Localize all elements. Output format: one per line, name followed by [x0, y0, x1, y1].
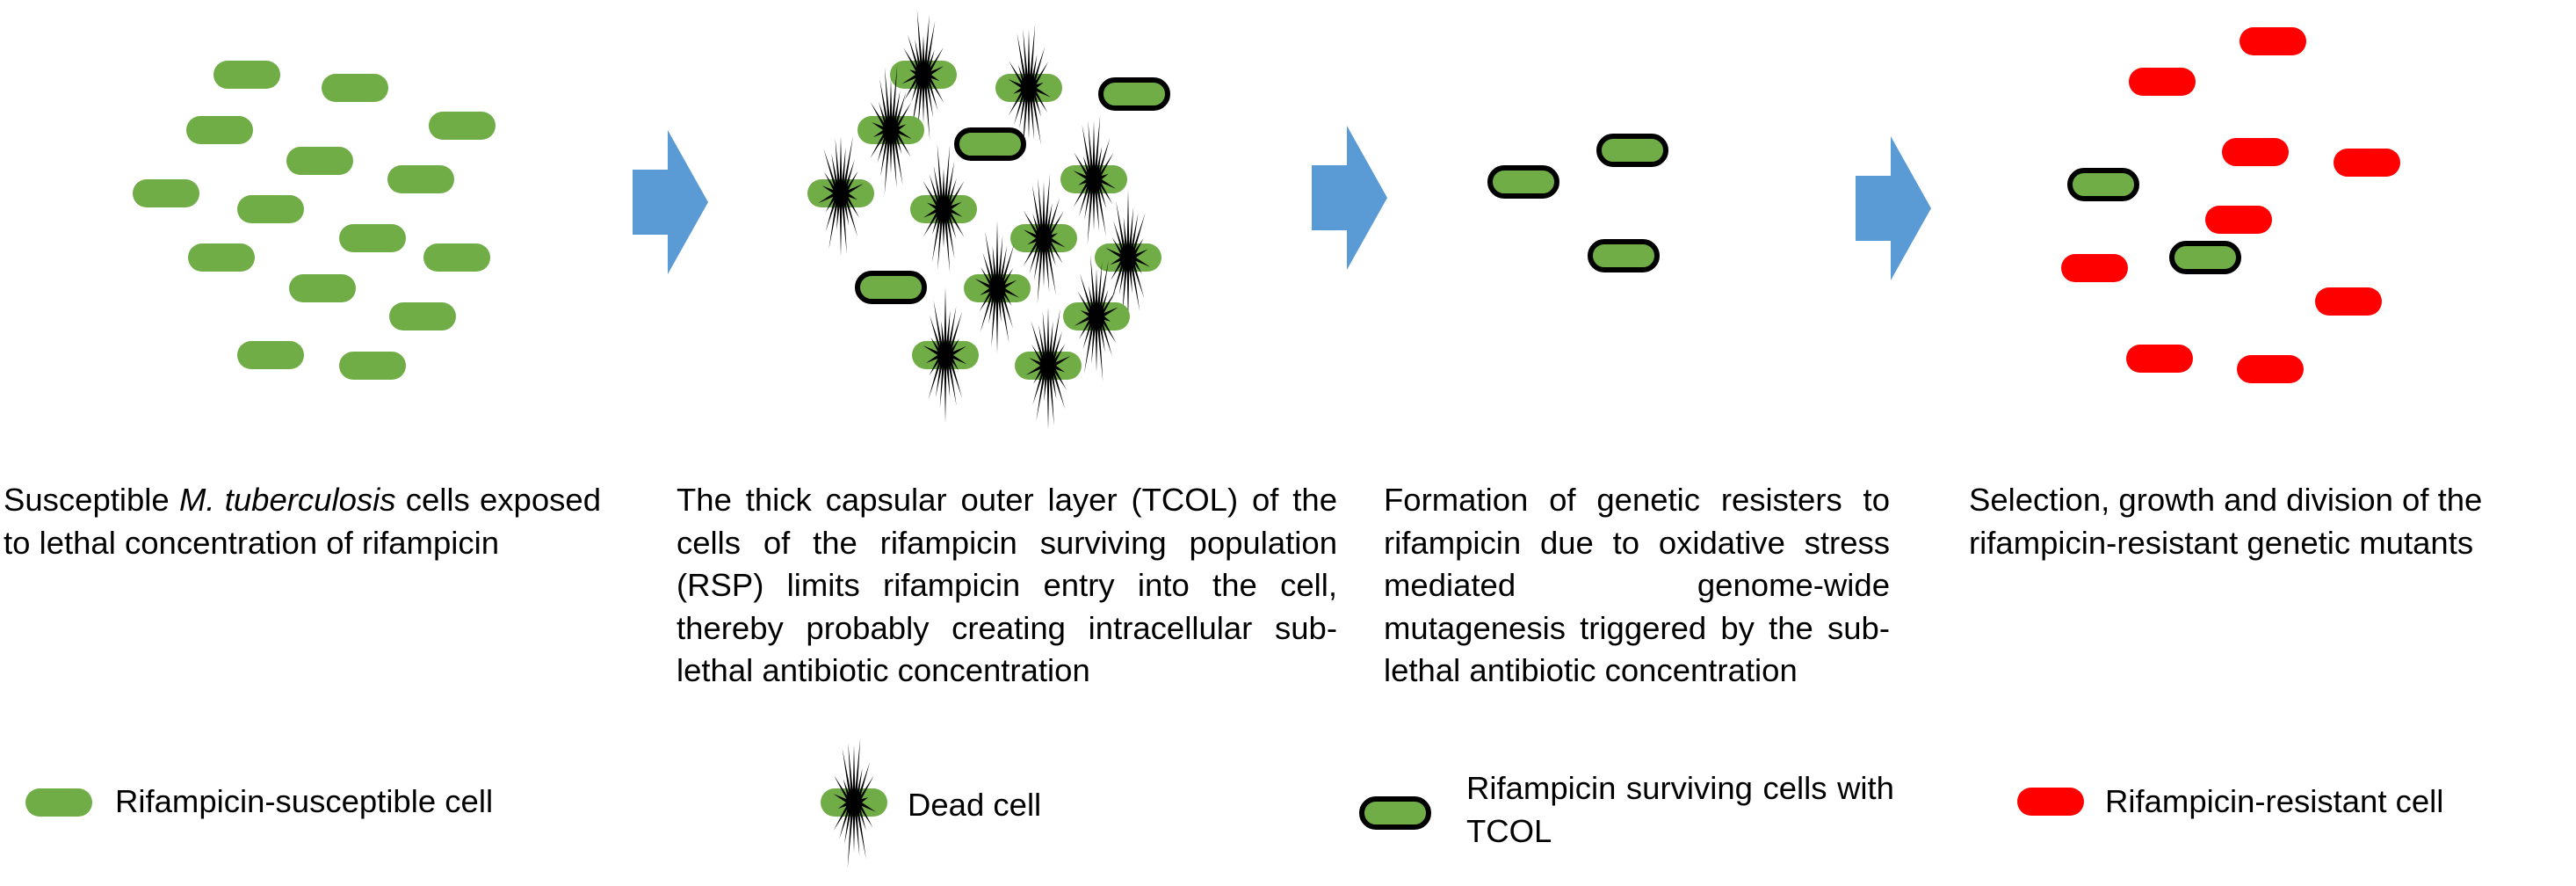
resistant-cell: [2061, 254, 2128, 282]
susceptible-cell: [186, 116, 253, 144]
legend-label-surviving: Rifampicin surviving cells with TCOL: [1466, 770, 1894, 849]
dead-cell: [1063, 254, 1130, 381]
surviving-cell: [2067, 168, 2139, 201]
panel-4-cells: [2061, 27, 2400, 383]
dead-burst-icon: [974, 220, 1020, 354]
panel-3-description: Formation of genetic resisters to rifamp…: [1384, 482, 1890, 688]
dead-cell: [1095, 189, 1161, 324]
dead-burst-icon: [923, 143, 965, 273]
susceptible-cell: [237, 195, 304, 223]
panel-1-cells: [133, 61, 496, 380]
panel-2-description: The thick capsular outer layer (TCOL) of…: [677, 482, 1337, 688]
resistant-cell: [2240, 27, 2306, 55]
susceptible-cell: [339, 224, 406, 252]
dead-burst-icon: [1105, 189, 1151, 324]
susceptible-cell: [237, 341, 304, 369]
dead-cell: [964, 220, 1031, 354]
dead-burst-icon: [1008, 24, 1051, 154]
dead-cell: [890, 10, 957, 141]
legend-label-susceptible: Rifampicin-susceptible cell: [115, 783, 494, 819]
dead-cell: [910, 143, 977, 273]
resistant-cell: [2237, 355, 2304, 383]
dead-cell: [807, 135, 874, 258]
susceptible-cell: [389, 302, 456, 330]
resistant-cell: [2315, 287, 2382, 316]
dead-cell: [912, 287, 979, 424]
panel-3-cells: [1487, 134, 1668, 272]
legend-surviving-icon: [1359, 796, 1431, 830]
dead-burst-icon: [901, 10, 944, 141]
dead-burst-icon: [870, 64, 912, 196]
surviving-cell: [1588, 239, 1660, 272]
dead-burst-icon: [1073, 115, 1117, 245]
resistant-cell: [2222, 138, 2289, 166]
dead-cell: [995, 24, 1062, 154]
dead-burst-icon: [923, 287, 967, 424]
arrows: [633, 126, 1931, 280]
dead-cell: [1015, 307, 1082, 430]
panel-2-cells: [807, 10, 1170, 430]
dead-burst-icon: [1074, 254, 1118, 381]
legend-icons: [25, 737, 2084, 868]
resistant-cell: [2129, 68, 2196, 96]
panel-1-desc-before: Susceptible: [4, 482, 179, 518]
legend-susceptible-icon: [25, 788, 92, 817]
susceptible-cell: [213, 61, 280, 89]
legend-dead-icon: [821, 737, 887, 868]
panel-4-description: Selection, growth and division of the ri…: [1969, 482, 2483, 561]
surviving-cell: [1487, 165, 1559, 199]
surviving-cell: [2169, 241, 2241, 274]
panel-1-desc-after: cells exposed to lethal concentration of…: [4, 482, 601, 561]
susceptible-cell: [188, 243, 255, 272]
right-arrow-icon: [1312, 126, 1387, 270]
susceptible-cell: [339, 352, 406, 380]
dead-burst-icon: [1025, 307, 1071, 430]
panel-1-description: Susceptible M. tuberculosis cells expose…: [4, 479, 601, 564]
resistant-cell: [2205, 206, 2272, 234]
susceptible-cell: [322, 74, 388, 102]
legend-label-resistant: Rifampicin-resistant cell: [2105, 783, 2444, 819]
dead-burst-icon: [818, 135, 864, 258]
susceptible-cell: [423, 243, 490, 272]
susceptible-cell: [289, 274, 356, 302]
surviving-cell: [855, 271, 927, 304]
surviving-cell: [1098, 77, 1170, 111]
dead-burst-icon: [1023, 173, 1066, 304]
surviving-cell: [1596, 134, 1668, 167]
legend-label-dead: Dead cell: [908, 787, 1042, 823]
dead-cell: [1060, 115, 1127, 245]
susceptible-cell: [387, 165, 454, 193]
legend-resistant-icon: [2017, 788, 2084, 816]
dead-cell: [1010, 173, 1077, 304]
susceptible-cell: [286, 147, 353, 175]
surviving-cell: [954, 127, 1026, 161]
dead-burst-icon: [833, 737, 876, 868]
panel-1-desc-species: M. tuberculosis: [178, 482, 396, 518]
susceptible-cell: [429, 112, 496, 140]
resistant-cell: [2126, 345, 2193, 373]
resistant-cell: [2334, 149, 2400, 177]
right-arrow-icon: [1856, 136, 1931, 280]
susceptible-cell: [133, 179, 199, 207]
dead-cell: [857, 64, 924, 196]
right-arrow-icon: [633, 130, 708, 274]
